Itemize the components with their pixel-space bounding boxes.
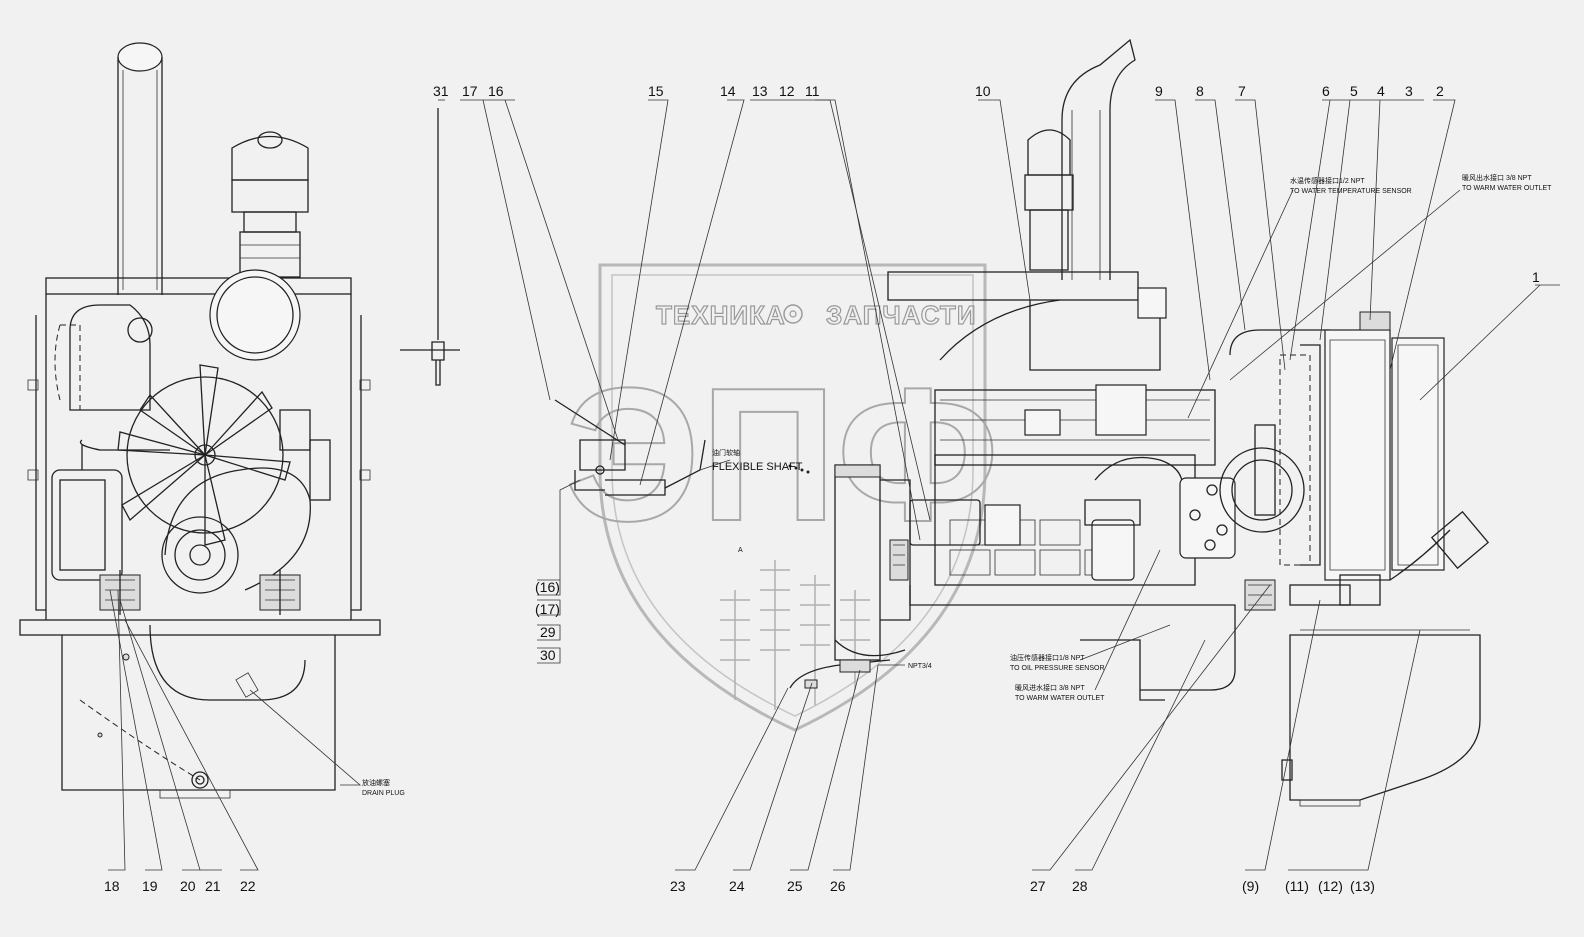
ref-callout-29: 29 xyxy=(540,624,556,640)
callout-16: 16 xyxy=(488,83,504,99)
front-view xyxy=(19,42,381,799)
callout-11: 11 xyxy=(805,83,820,99)
callout-24: 24 xyxy=(729,878,745,894)
callout-14: 14 xyxy=(720,83,736,99)
watermark-big-letters: ЭПФ xyxy=(565,349,999,561)
callout-15: 15 xyxy=(648,83,664,99)
callout-13: 13 xyxy=(752,83,768,99)
left-mount xyxy=(99,570,141,615)
note-oil-pressure-en: TO OIL PRESSURE SENSOR xyxy=(1010,665,1105,672)
callout-9: 9 xyxy=(1155,83,1163,99)
note-water-temp-en: TO WATER TEMPERATURE SENSOR xyxy=(1290,188,1412,195)
callout-21: 21 xyxy=(205,878,221,894)
callout-28: 28 xyxy=(1072,878,1088,894)
gear-icon xyxy=(783,304,803,324)
ref-callout-11: (11) xyxy=(1285,878,1309,894)
callout-27: 27 xyxy=(1030,878,1046,894)
callout-6: 6 xyxy=(1322,83,1330,99)
callouts: 1 2 3 4 5 6 7 8 9 10 11 12 13 14 15 16 1… xyxy=(104,83,1540,894)
callout-7: 7 xyxy=(1238,83,1246,99)
note-flexible-shaft-en: FLEXIBLE SHAFT xyxy=(712,461,803,473)
watermark-text-left: ТЕХНИКА xyxy=(656,300,786,330)
note-oil-pressure-cn: 油压传感器接口1/8 NPT xyxy=(1010,653,1085,662)
callout-19: 19 xyxy=(142,878,158,894)
callout-25: 25 xyxy=(787,878,803,894)
watermark-text-right: ЗАПЧАСТИ xyxy=(826,300,977,330)
note-drain-plug-en: DRAIN PLUG xyxy=(362,790,405,797)
notes: 水温传感器接口1/2 NPT TO WATER TEMPERATURE SENS… xyxy=(362,173,1552,797)
note-warm-water-bottom-en: TO WARM WATER OUTLET xyxy=(1015,695,1105,702)
callout-8: 8 xyxy=(1196,83,1204,99)
watermark: ТЕХНИКА ЗАПЧАСТИ ЭПФ xyxy=(564,263,1000,732)
callout-2: 2 xyxy=(1436,83,1444,99)
ref-callout-9: (9) xyxy=(1242,878,1259,894)
callout-26: 26 xyxy=(830,878,846,894)
callout-4: 4 xyxy=(1377,83,1385,99)
note-warm-water-top-cn: 暖风出水接口 3/8 NPT xyxy=(1462,173,1532,182)
dipstick-31 xyxy=(400,108,460,386)
right-mount xyxy=(259,570,301,615)
side-view xyxy=(554,38,1490,807)
callout-20: 20 xyxy=(180,878,196,894)
note-view-a: A xyxy=(738,547,743,554)
note-flexible-shaft-cn: 油门软轴 xyxy=(712,448,740,457)
note-drain-plug-cn: 放油螺塞 xyxy=(362,778,390,787)
callout-5: 5 xyxy=(1350,83,1358,99)
callout-18: 18 xyxy=(104,878,120,894)
callout-22: 22 xyxy=(240,878,256,894)
ref-callout-13: (13) xyxy=(1350,878,1375,894)
note-warm-water-bottom-cn: 暖风进水接口 3/8 NPT xyxy=(1015,683,1085,692)
callout-17: 17 xyxy=(462,83,478,99)
ref-callout-30: 30 xyxy=(540,647,556,663)
ref-callout-12: (12) xyxy=(1318,878,1343,894)
ref-callouts: (16) (17) 29 30 (9) (11) (12) (13) xyxy=(535,579,1375,894)
ref-callout-16: (16) xyxy=(535,579,560,595)
note-npt: NPT3/4 xyxy=(908,663,932,670)
callout-1: 1 xyxy=(1532,269,1540,285)
ref-callout-17: (17) xyxy=(535,601,560,617)
callout-10: 10 xyxy=(975,83,991,99)
callout-12: 12 xyxy=(779,83,795,99)
callout-31: 31 xyxy=(433,83,449,99)
callout-23: 23 xyxy=(670,878,686,894)
note-warm-water-top-en: TO WARM WATER OUTLET xyxy=(1462,185,1552,192)
note-water-temp-cn: 水温传感器接口1/2 NPT xyxy=(1290,176,1365,185)
wheat-emblem xyxy=(720,560,870,710)
leader-lines xyxy=(108,99,1560,871)
callout-3: 3 xyxy=(1405,83,1413,99)
